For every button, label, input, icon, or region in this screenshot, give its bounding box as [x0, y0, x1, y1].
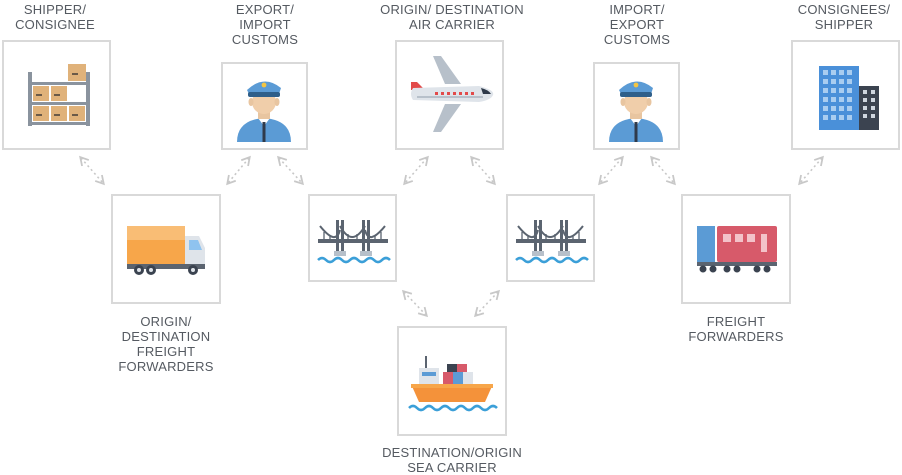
edge-shipper-origin-forwarders: [79, 155, 105, 186]
truck-icon: [127, 226, 205, 275]
cargo-ship-icon: [408, 356, 498, 412]
edge-export-customs-origin-forwarders: [226, 155, 251, 186]
node-freight-forwarders[interactable]: [681, 194, 791, 304]
node-import-customs[interactable]: [593, 62, 680, 150]
customs-officer-icon: [609, 81, 663, 142]
node-sea-carrier[interactable]: [397, 326, 507, 436]
node-label-air-carrier: ORIGIN/ DESTINATION AIR CARRIER: [380, 2, 524, 32]
node-origin-forwarders[interactable]: [111, 194, 221, 304]
node-consignees[interactable]: [791, 40, 900, 150]
edge-bridge-left-sea-carrier: [401, 289, 429, 318]
edge-import-customs-bridge-right: [598, 155, 624, 186]
node-export-customs[interactable]: [221, 62, 308, 150]
node-label-sea-carrier: DESTINATION/ORIGIN SEA CARRIER: [382, 445, 522, 475]
edge-air-carrier-bridge-right: [470, 155, 496, 186]
edge-import-customs-freight-forwarders: [650, 155, 676, 186]
node-label-origin-forwarders: ORIGIN/ DESTINATION FREIGHT FORWARDERS: [118, 314, 214, 374]
node-bridge-right[interactable]: [506, 194, 595, 282]
node-label-freight-forwarders: FREIGHT FORWARDERS: [688, 314, 784, 344]
edge-export-customs-bridge-left: [277, 155, 304, 186]
warehouse-shelves-icon: [28, 64, 90, 126]
edge-consignees-freight-forwarders: [798, 155, 824, 186]
node-shipper[interactable]: [2, 40, 111, 150]
bridge-icon: [515, 220, 589, 264]
airplane-icon: [411, 56, 494, 132]
train-icon: [697, 226, 777, 273]
node-label-export-customs: EXPORT/ IMPORT CUSTOMS: [231, 2, 299, 47]
node-label-consignees: CONSIGNEES/ SHIPPER: [797, 2, 891, 32]
office-building-icon: [819, 66, 879, 130]
bridge-icon: [317, 220, 391, 264]
node-bridge-left[interactable]: [308, 194, 397, 282]
node-label-import-customs: IMPORT/ EXPORT CUSTOMS: [603, 2, 671, 47]
node-air-carrier[interactable]: [395, 40, 504, 150]
node-label-shipper: SHIPPER/ CONSIGNEE: [15, 2, 95, 32]
customs-officer-icon: [237, 81, 291, 142]
edge-bridge-right-sea-carrier: [473, 289, 501, 318]
edge-air-carrier-bridge-left: [403, 155, 429, 186]
